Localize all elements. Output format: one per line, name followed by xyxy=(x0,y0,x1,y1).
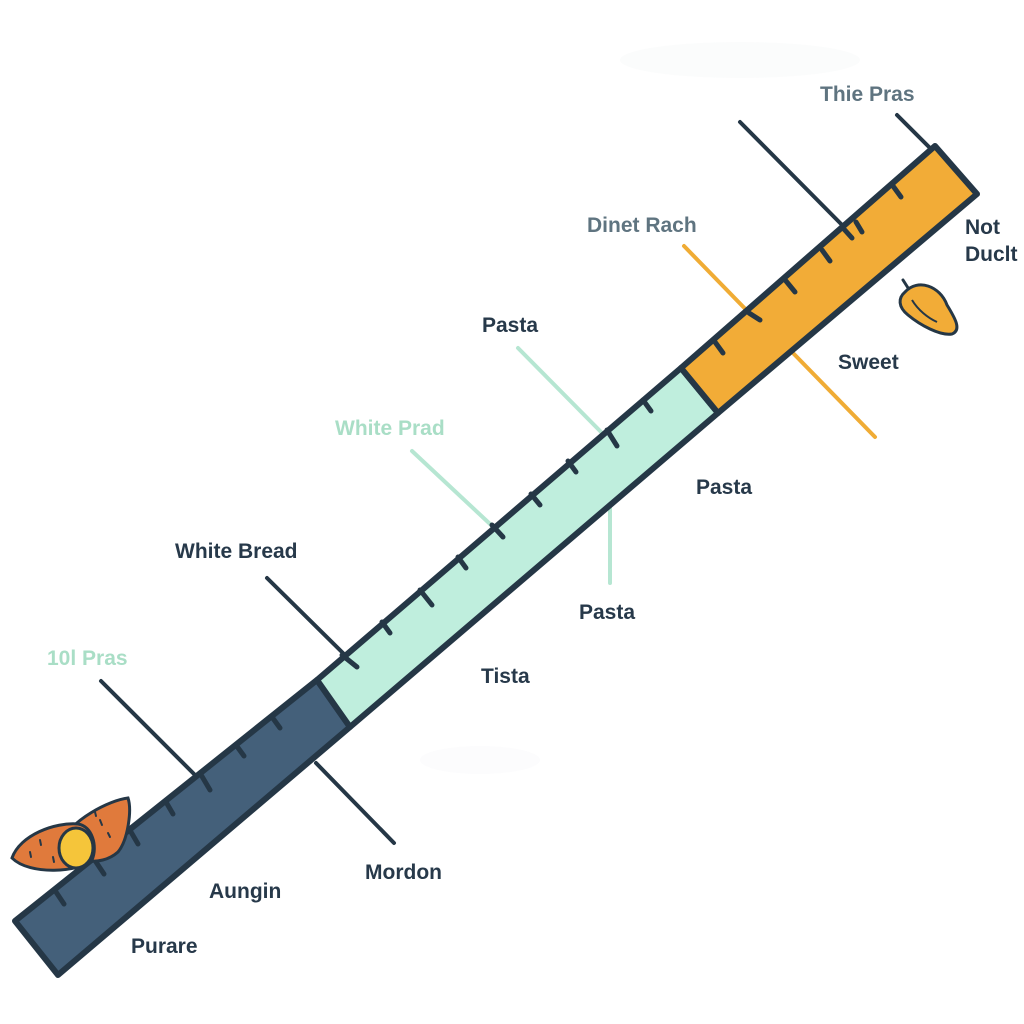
pointer-mordon xyxy=(314,761,396,845)
label-purare: Purare xyxy=(131,935,198,958)
pointer-the-pras-left xyxy=(738,120,855,238)
labels: Thie Pras Dinet Rach Not Duclt Pasta Swe… xyxy=(47,83,1018,958)
pointer-sweet xyxy=(790,350,877,439)
ruler xyxy=(12,143,980,978)
ruler-segment-high xyxy=(678,143,980,416)
label-white-bread: White Bread xyxy=(175,540,298,563)
label-sweet: Sweet xyxy=(838,351,899,374)
label-mordon: Mordon xyxy=(365,861,442,884)
label-dinet-rach: Dinet Rach xyxy=(587,214,697,237)
pointer-white-bread xyxy=(265,576,352,662)
pointer-101-pras xyxy=(99,679,212,792)
sweet-potato-icon xyxy=(10,796,132,872)
pointer-the-pras-right xyxy=(895,113,936,154)
label-not: Not xyxy=(965,216,1000,239)
pointer-pasta-top xyxy=(516,346,609,440)
pointer-white-prad xyxy=(410,449,507,540)
label-101-pras: 10l Pras xyxy=(47,647,128,670)
label-duclt: Duclt xyxy=(965,243,1018,266)
label-white-prad: White Prad xyxy=(335,417,445,440)
label-aungin: Aungin xyxy=(209,880,281,903)
label-pasta-mid: Pasta xyxy=(579,601,635,624)
ruler-ticks xyxy=(53,183,904,907)
label-pasta-top: Pasta xyxy=(482,314,538,337)
label-tista: Tista xyxy=(481,665,530,688)
label-the-pras: Thie Pras xyxy=(820,83,915,106)
pointer-lines xyxy=(99,113,936,845)
background xyxy=(420,42,860,774)
label-pasta-right: Pasta xyxy=(696,476,752,499)
pepper-icon xyxy=(898,278,959,336)
